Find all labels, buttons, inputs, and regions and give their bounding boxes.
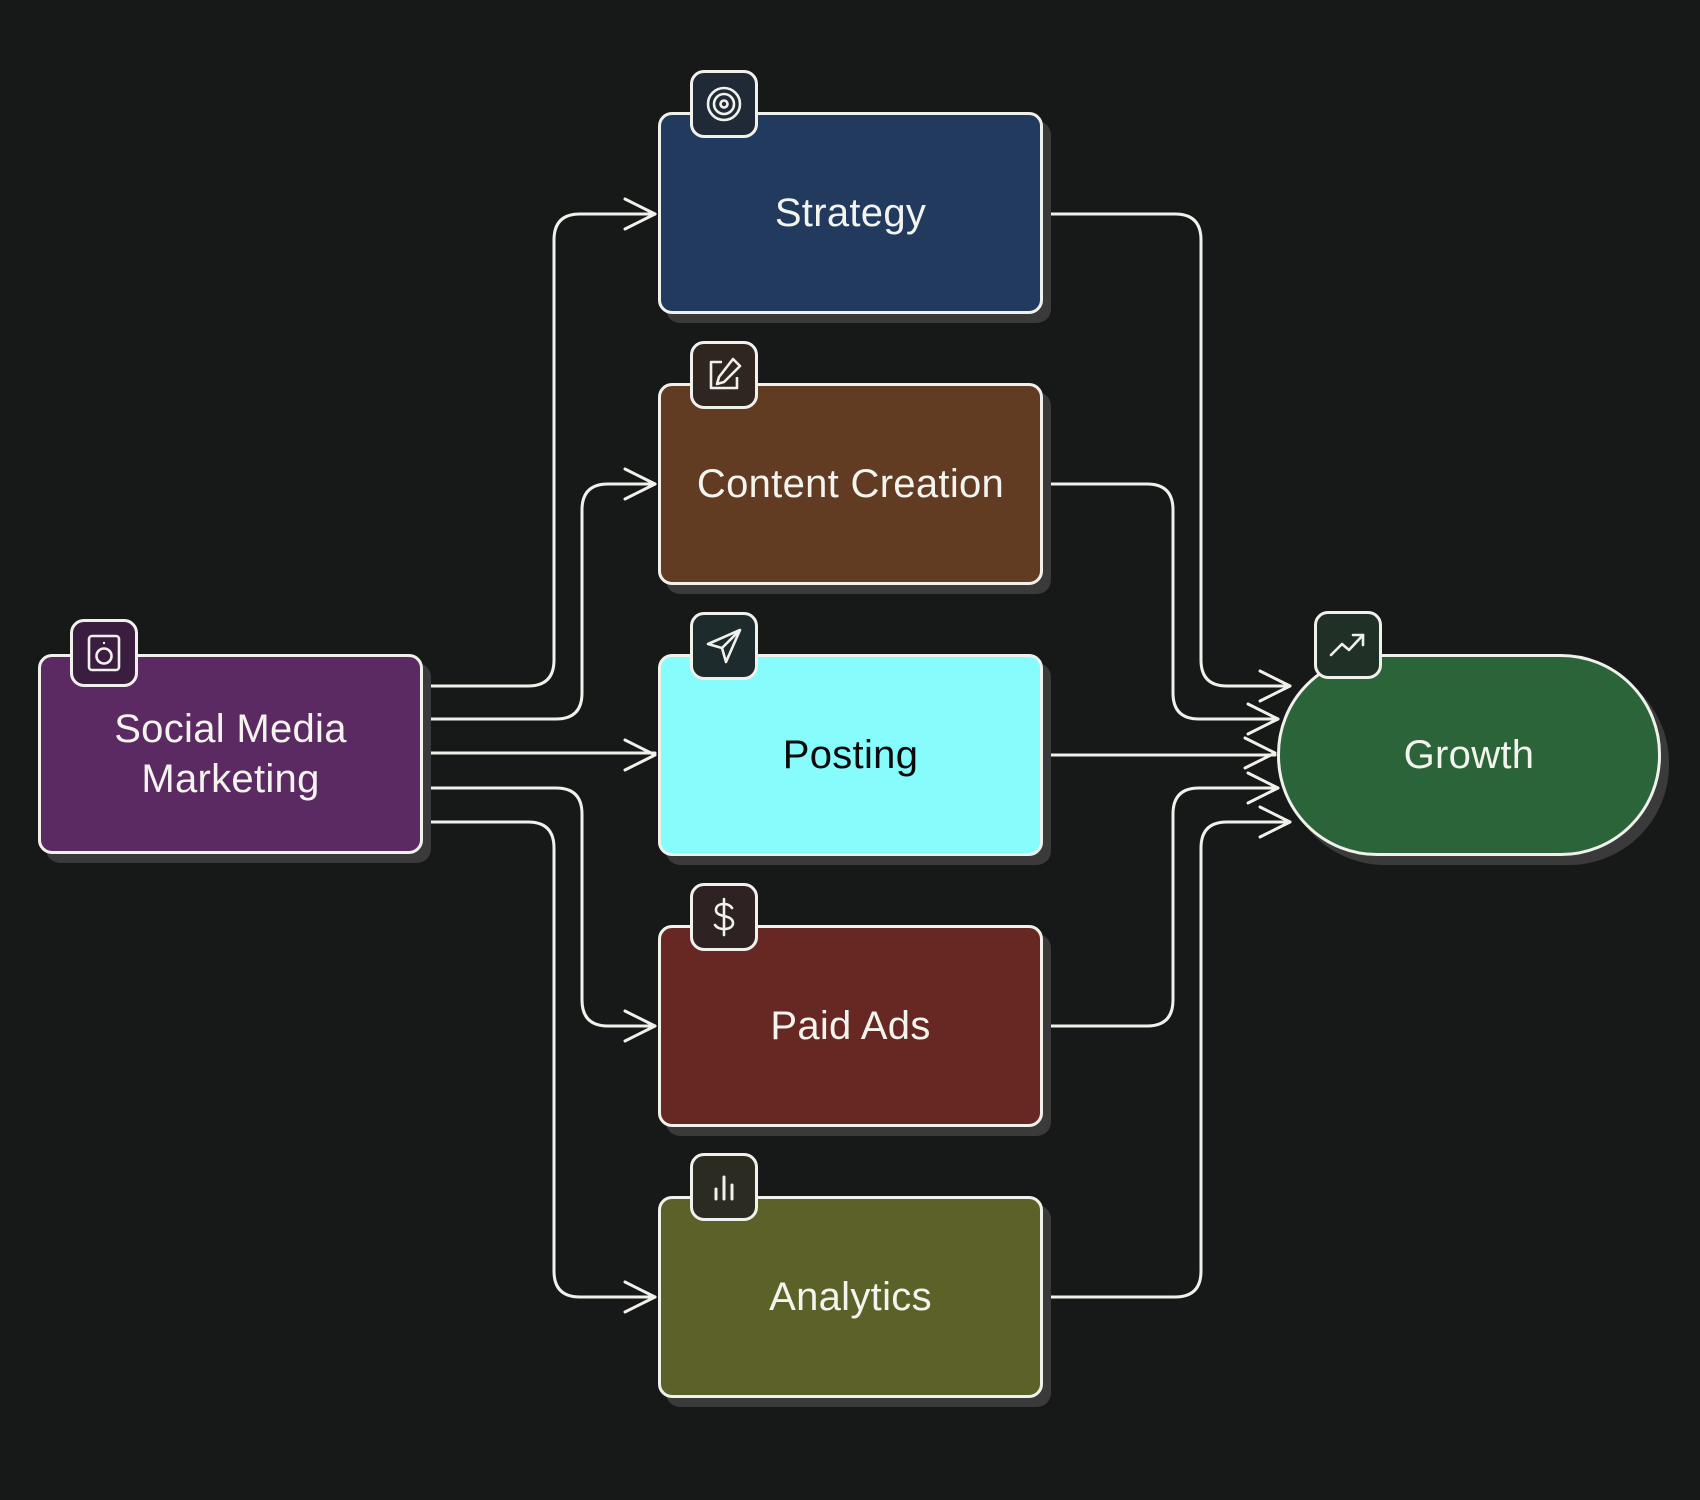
instagram-icon	[70, 619, 138, 687]
node-label: Growth	[1403, 733, 1535, 777]
node-label-line-1: Social Media	[114, 707, 347, 751]
node-social-media-marketing[interactable]: Social Media Marketing	[38, 654, 423, 854]
arrowhead-icon	[1246, 771, 1280, 805]
node-label: Posting	[782, 733, 919, 777]
edge-content-to-growth	[1041, 482, 1280, 721]
edge-smm-to-analytics	[421, 820, 657, 1299]
node-label: Content Creation	[696, 462, 1005, 506]
node-strategy[interactable]: Strategy	[658, 112, 1043, 314]
dollar-icon	[690, 883, 758, 951]
arrowhead-icon	[1258, 669, 1292, 703]
edge-analytics-to-growth	[1041, 820, 1292, 1299]
node-label: Paid Ads	[770, 1004, 931, 1048]
bar-chart-icon	[690, 1153, 758, 1221]
node-label: Analytics	[769, 1275, 932, 1319]
edge-smm-to-paid	[421, 786, 657, 1028]
arrowhead-icon	[623, 467, 657, 501]
node-label-line-2: Marketing	[141, 757, 320, 801]
arrowhead-icon	[623, 1280, 657, 1314]
node-label: Strategy	[774, 191, 927, 235]
edge-strategy-to-growth	[1041, 212, 1292, 688]
node-paid-ads[interactable]: Paid Ads	[658, 925, 1043, 1127]
edge-smm-to-content	[421, 482, 657, 721]
edit-icon	[690, 341, 758, 409]
node-label: Social Media Marketing	[114, 704, 347, 804]
arrowhead-icon	[623, 738, 657, 772]
edge-paid-to-growth	[1041, 786, 1280, 1028]
trending-up-icon	[1314, 611, 1382, 679]
arrowhead-icon	[623, 1009, 657, 1043]
edge-smm-to-strategy	[421, 212, 657, 688]
node-posting[interactable]: Posting	[658, 654, 1043, 856]
node-content-creation[interactable]: Content Creation	[658, 383, 1043, 585]
arrowhead-icon	[623, 197, 657, 231]
node-analytics[interactable]: Analytics	[658, 1196, 1043, 1398]
node-growth[interactable]: Growth	[1277, 654, 1661, 856]
arrowhead-icon	[1246, 702, 1280, 736]
arrowhead-icon	[1258, 805, 1292, 839]
target-icon	[690, 70, 758, 138]
arrowhead-icon	[1243, 736, 1277, 770]
send-icon	[690, 612, 758, 680]
